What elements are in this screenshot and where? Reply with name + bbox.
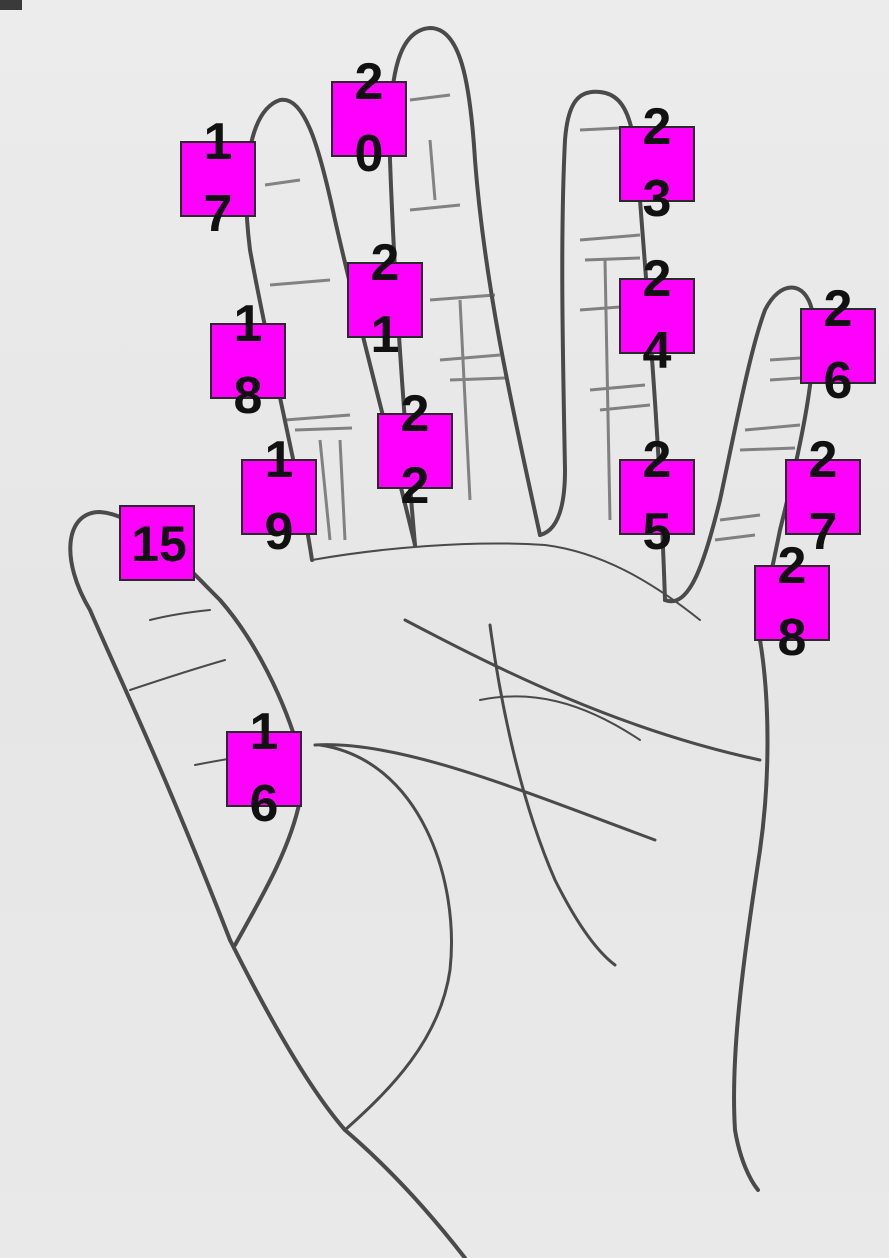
label-24: 24: [633, 243, 681, 387]
label-22: 22: [391, 378, 439, 522]
label-19: 19: [255, 424, 303, 568]
label-25: 25: [633, 424, 681, 568]
fate-line: [490, 625, 615, 965]
left-wrist-edge: [230, 940, 465, 1258]
label-21: 21: [361, 227, 409, 371]
label-28: 28: [768, 530, 816, 674]
label-17: 17: [194, 106, 242, 250]
label-18: 18: [224, 288, 272, 432]
head-line: [315, 745, 655, 840]
life-line: [320, 745, 451, 1130]
label-15: 15: [104, 508, 214, 580]
label-26: 26: [814, 273, 862, 417]
label-23: 23: [633, 91, 681, 235]
heart-line: [405, 620, 760, 760]
thumb-crease-2: [150, 610, 210, 620]
thumb-crease-1: [130, 660, 225, 690]
right-palm-edge: [734, 640, 767, 1190]
label-20: 20: [345, 46, 393, 190]
label-16: 16: [240, 696, 288, 840]
